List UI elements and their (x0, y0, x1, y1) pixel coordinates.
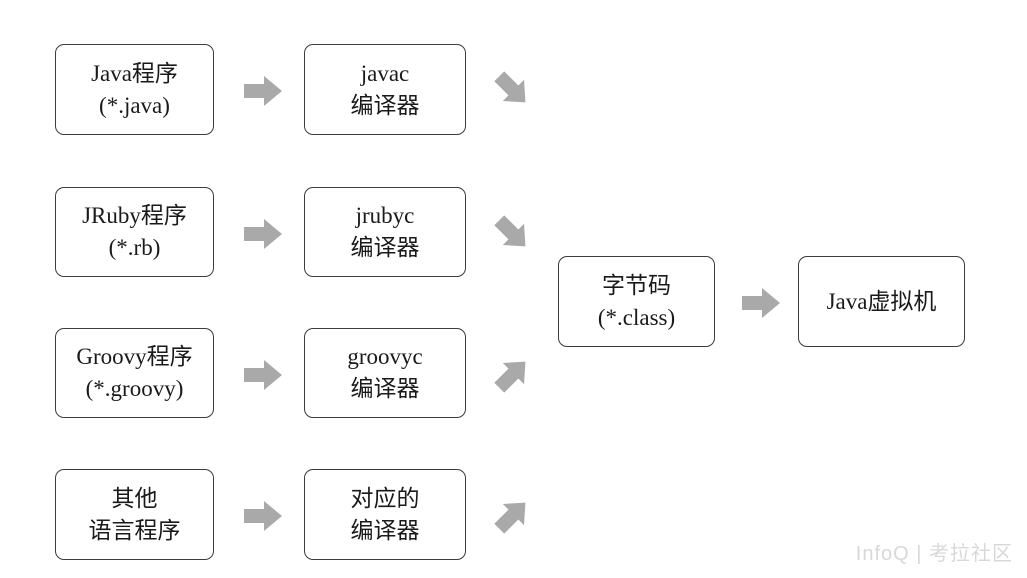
program-box-jruby: JRuby程序 (*.rb) (55, 187, 214, 277)
compiler-box-javac: javac 编译器 (304, 44, 466, 135)
compiler-box-jrubyc: jrubyc 编译器 (304, 187, 466, 277)
program-extension: (*.rb) (108, 235, 161, 260)
arrow-right-icon (244, 360, 282, 390)
arrow-right-icon (742, 288, 780, 318)
compiler-box-groovyc: groovyc 编译器 (304, 328, 466, 418)
program-name: JRuby程序 (82, 203, 187, 228)
bytecode-extension: (*.class) (597, 304, 676, 330)
program-name: Groovy程序 (76, 344, 193, 369)
compiler-label: 编译器 (350, 517, 420, 543)
program-box-groovy: Groovy程序 (*.groovy) (55, 328, 214, 418)
program-box-other: 其他 语言程序 (55, 469, 214, 560)
compiler-name: groovyc (347, 344, 423, 369)
compiler-label: 编译器 (350, 235, 420, 260)
compiler-box-other: 对应的 编译器 (304, 469, 466, 560)
watermark: InfoQ | 考拉社区 (855, 543, 1013, 565)
compiler-name: jrubyc (355, 203, 415, 228)
compiler-label: 编译器 (350, 92, 420, 118)
compiler-label: 编译器 (350, 376, 420, 401)
jvm-box: Java虚拟机 (798, 256, 965, 347)
program-extension: (*.java) (99, 92, 170, 118)
bytecode-title: 字节码 (602, 272, 671, 298)
arrow-diagonal-up-icon (494, 502, 526, 534)
arrow-right-icon (244, 76, 282, 106)
program-name: 其他 (111, 485, 158, 511)
program-extension: (*.groovy) (85, 376, 184, 401)
program-extension: 语言程序 (88, 517, 181, 543)
arrow-right-icon (244, 501, 282, 531)
arrow-diagonal-down-icon (494, 71, 526, 103)
program-box-java: Java程序 (*.java) (55, 44, 214, 135)
compiler-name: 对应的 (350, 485, 420, 511)
arrow-diagonal-up-icon (494, 361, 526, 393)
arrow-diagonal-down-icon (494, 215, 526, 247)
compiler-name: javac (360, 60, 410, 86)
arrow-right-icon (244, 219, 282, 249)
bytecode-box: 字节码 (*.class) (558, 256, 715, 347)
jvm-label: Java虚拟机 (826, 288, 937, 314)
program-name: Java程序 (91, 60, 178, 86)
